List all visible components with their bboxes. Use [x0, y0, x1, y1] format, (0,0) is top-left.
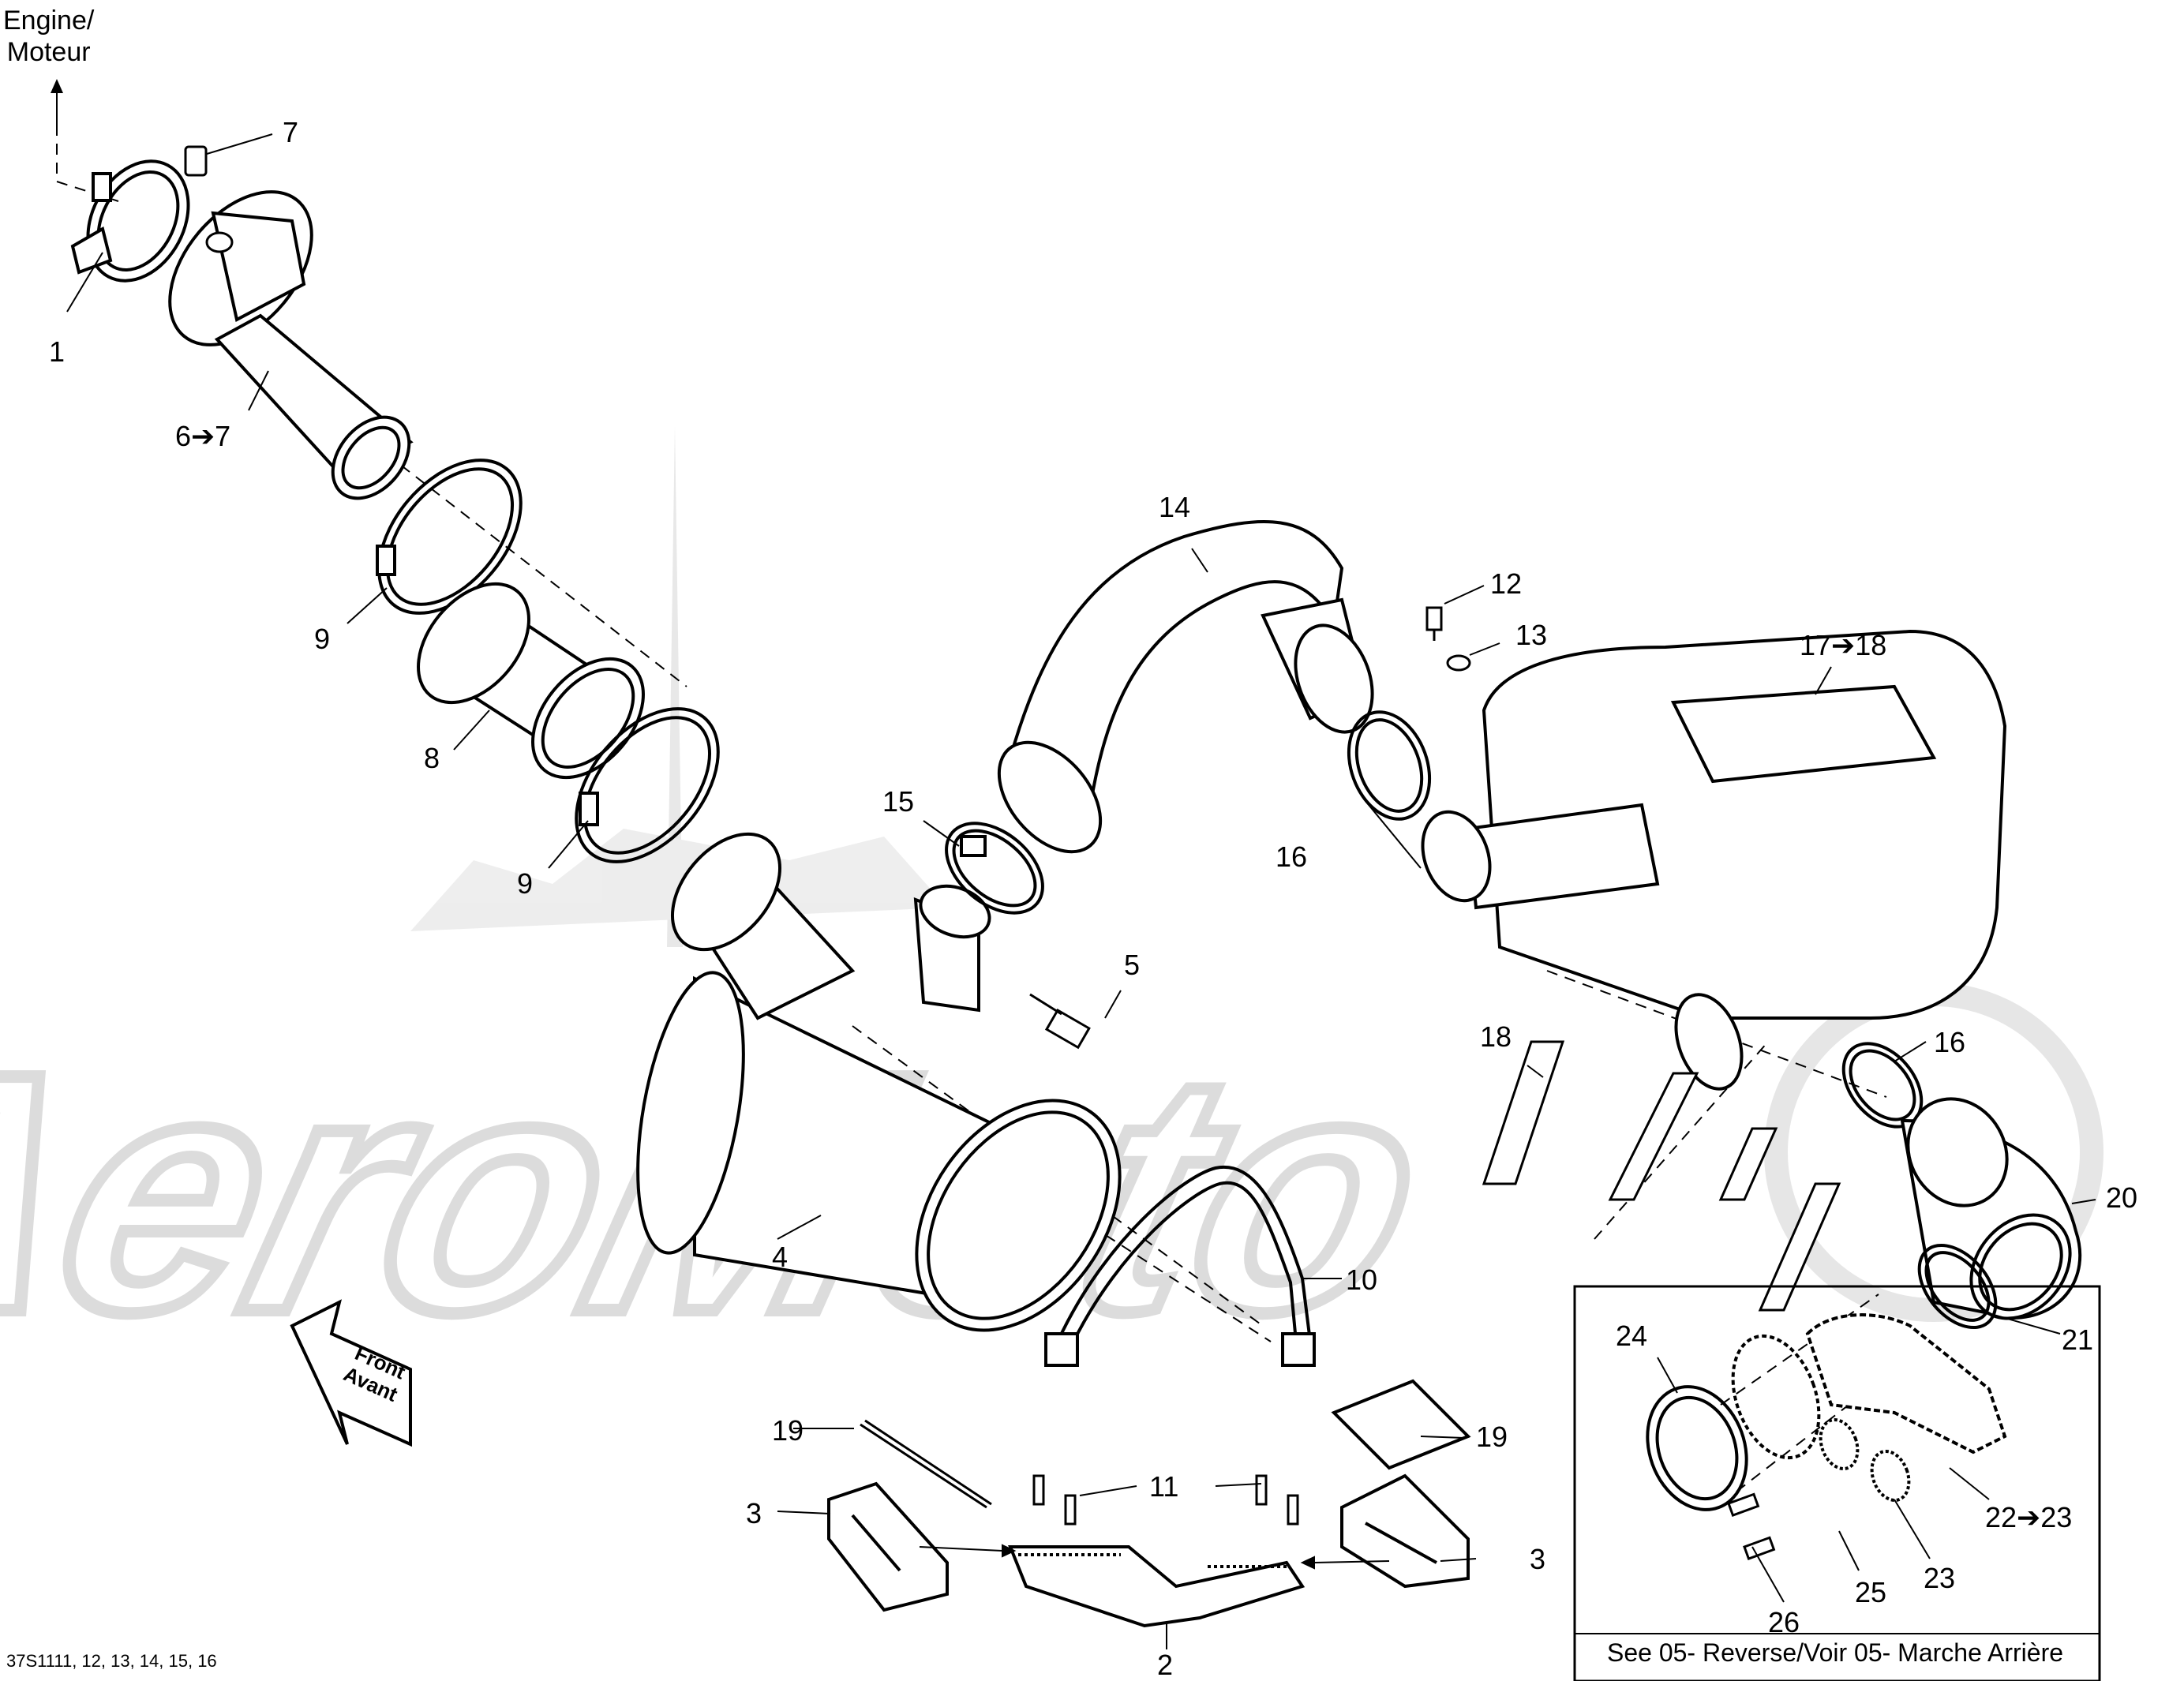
part-21-clamp: [1917, 1243, 1998, 1330]
callout-24: 24: [1616, 1320, 1648, 1352]
part-4-muffler: [636, 832, 1122, 1332]
callout-19-right: 19: [1476, 1421, 1508, 1453]
callout-8: 8: [424, 742, 440, 774]
watermark-skyline: [410, 829, 947, 931]
engine-arrow: [51, 79, 63, 130]
watermark-spire: [667, 426, 683, 947]
callout-26: 26: [1768, 1606, 1800, 1638]
reverse-housing: [1805, 1313, 2007, 1454]
part-16-clamp-upper: [1347, 710, 1432, 821]
reverse-gear: [1731, 1334, 1821, 1460]
engine-label-line1: Engine/: [3, 6, 95, 36]
callout-23: 23: [1924, 1562, 1956, 1594]
part-14-curved-pipe: [997, 520, 1374, 854]
callout-21: 21: [2062, 1323, 2094, 1356]
callout-19-left: 19: [772, 1414, 804, 1447]
callout-9-upper: 9: [314, 623, 331, 655]
callout-14: 14: [1159, 491, 1191, 523]
callout-20: 20: [2106, 1181, 2138, 1214]
part-26-bolts: [1727, 1492, 1776, 1560]
callout-13: 13: [1515, 619, 1548, 651]
callout-1: 1: [49, 335, 66, 368]
part-7-plug: [184, 145, 234, 253]
part-3-bracket-left: [827, 1481, 949, 1612]
callout-17: 17➔18: [1800, 629, 1887, 661]
part-11-screws: [1032, 1474, 1299, 1526]
callout-7: 7: [283, 116, 299, 148]
part-19-gasket-left: [860, 1419, 992, 1509]
part-20-elbow: [1900, 1097, 2082, 1320]
callout-10: 10: [1346, 1264, 1378, 1296]
part-15-clamp: [945, 822, 1044, 915]
callout-12: 12: [1490, 567, 1523, 600]
part-9-clamp-lower: [575, 707, 720, 863]
callout-6: 6➔7: [175, 420, 231, 452]
front-arrow: [290, 1299, 412, 1447]
callout-2: 2: [1157, 1649, 1174, 1681]
engine-direction-label: Engine/ Moteur: [3, 5, 94, 68]
assembly-arrows: [919, 1544, 1390, 1570]
inset-box: [1573, 1285, 2101, 1681]
callout-16-lower: 16: [1934, 1026, 1966, 1058]
callout-11: 11: [1149, 1470, 1179, 1503]
figure-code: 37S1111, 12, 13, 14, 15, 16: [6, 1651, 217, 1671]
engine-label-line2: Moteur: [6, 37, 91, 67]
part-10-strap: [1044, 1165, 1316, 1367]
part-17-muffler-box: [1421, 629, 2007, 1091]
part-23-gears: [1819, 1418, 1911, 1502]
callout-9-lower: 9: [517, 867, 534, 900]
callout-3-left: 3: [746, 1497, 762, 1529]
part-19-gasket-right: [1331, 1379, 1471, 1470]
part-1-clamp: [70, 159, 190, 283]
part-5-sensor: [1029, 993, 1091, 1050]
leader-lines: [66, 133, 2096, 1649]
part-9-clamp-upper: [376, 459, 523, 615]
part-12-bolt: [1425, 606, 1443, 641]
part-13-washer: [1446, 654, 1471, 672]
callout-4: 4: [772, 1241, 789, 1273]
part-6-pipe: [168, 190, 414, 500]
part-2-heat-shield: [1008, 1545, 1306, 1628]
callout-3-right: 3: [1530, 1543, 1546, 1575]
callout-18: 18: [1480, 1020, 1512, 1053]
part-3-bracket-right: [1340, 1473, 1470, 1589]
inset-caption: See 05- Reverse/Voir 05- Marche Arrière: [1606, 1638, 2064, 1667]
callout-5: 5: [1124, 949, 1141, 981]
callout-16-upper: 16: [1276, 840, 1308, 873]
callout-15: 15: [882, 785, 915, 818]
callout-25: 25: [1855, 1576, 1887, 1608]
callout-22: 22➔23: [1985, 1501, 2073, 1533]
